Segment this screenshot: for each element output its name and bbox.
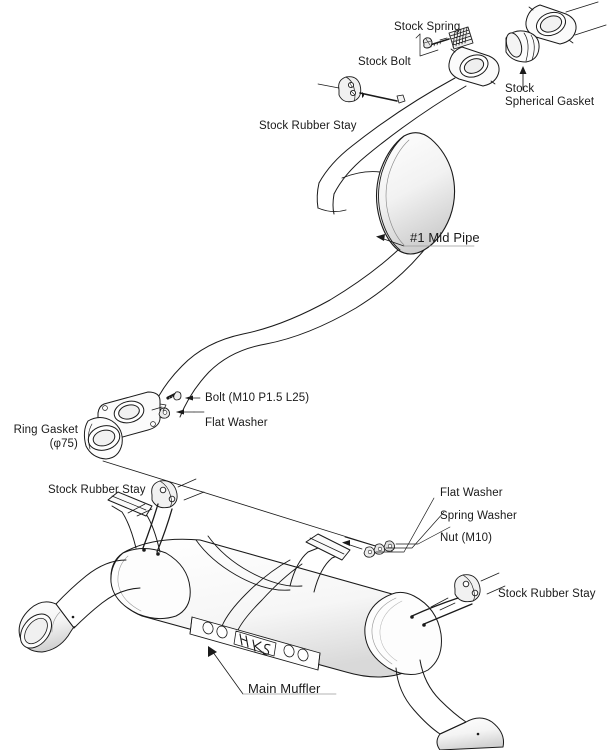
bolt-part	[166, 391, 182, 401]
label-nut: Nut (M10)	[440, 532, 493, 544]
label-stock-rubber-stay-left: Stock Rubber Stay	[48, 484, 146, 496]
label-stock-spring: Stock Spring	[394, 21, 461, 33]
label-bolt: Bolt (M10 P1.5 L25)	[205, 392, 310, 404]
ring-gasket-part	[83, 417, 123, 460]
right-tailpipe-tip	[436, 717, 504, 750]
left-tailpipe-tip	[18, 601, 75, 653]
label-stock-spherical-gasket-line2: Spherical Gasket	[505, 96, 595, 108]
mid-pipe-part	[151, 77, 467, 418]
spherical-gasket-arrow	[519, 66, 527, 91]
stock-rubber-stay-right-part	[410, 572, 506, 627]
label-mid-pipe: #1 Mid Pipe	[410, 230, 480, 245]
mid-pipe-upper-flange	[448, 46, 500, 87]
flat-washer-upper-part	[158, 407, 170, 419]
label-stock-bolt: Stock Bolt	[358, 56, 411, 68]
label-main-muffler: Main Muffler	[248, 681, 321, 696]
main-muffler-leader	[208, 646, 337, 695]
stock-bolt-part	[422, 37, 450, 49]
fastener-cluster	[342, 497, 451, 558]
label-stock-rubber-stay-right: Stock Rubber Stay	[498, 588, 596, 600]
label-stock-spherical-gasket-line1: Stock	[505, 83, 535, 95]
stock-rubber-stay-top-part	[317, 76, 406, 104]
label-flat-washer-lower: Flat Washer	[440, 487, 503, 499]
muffler-inlet-pipes	[107, 491, 351, 593]
hks-name-plate	[189, 616, 321, 671]
mid-pipe-leader	[376, 234, 475, 247]
label-stock-rubber-stay-top: Stock Rubber Stay	[259, 120, 357, 132]
stock-spherical-gasket-part	[505, 1, 607, 63]
label-ring-gasket-line1: Ring Gasket	[13, 424, 78, 436]
label-ring-gasket-line2: (φ75)	[49, 438, 78, 450]
label-flat-washer-upper: Flat Washer	[205, 417, 268, 429]
main-muffler-part	[18, 535, 504, 750]
stock-rubber-stay-left-part	[127, 478, 205, 556]
stock-spring-part	[439, 26, 474, 50]
label-spring-washer: Spring Washer	[440, 510, 517, 522]
